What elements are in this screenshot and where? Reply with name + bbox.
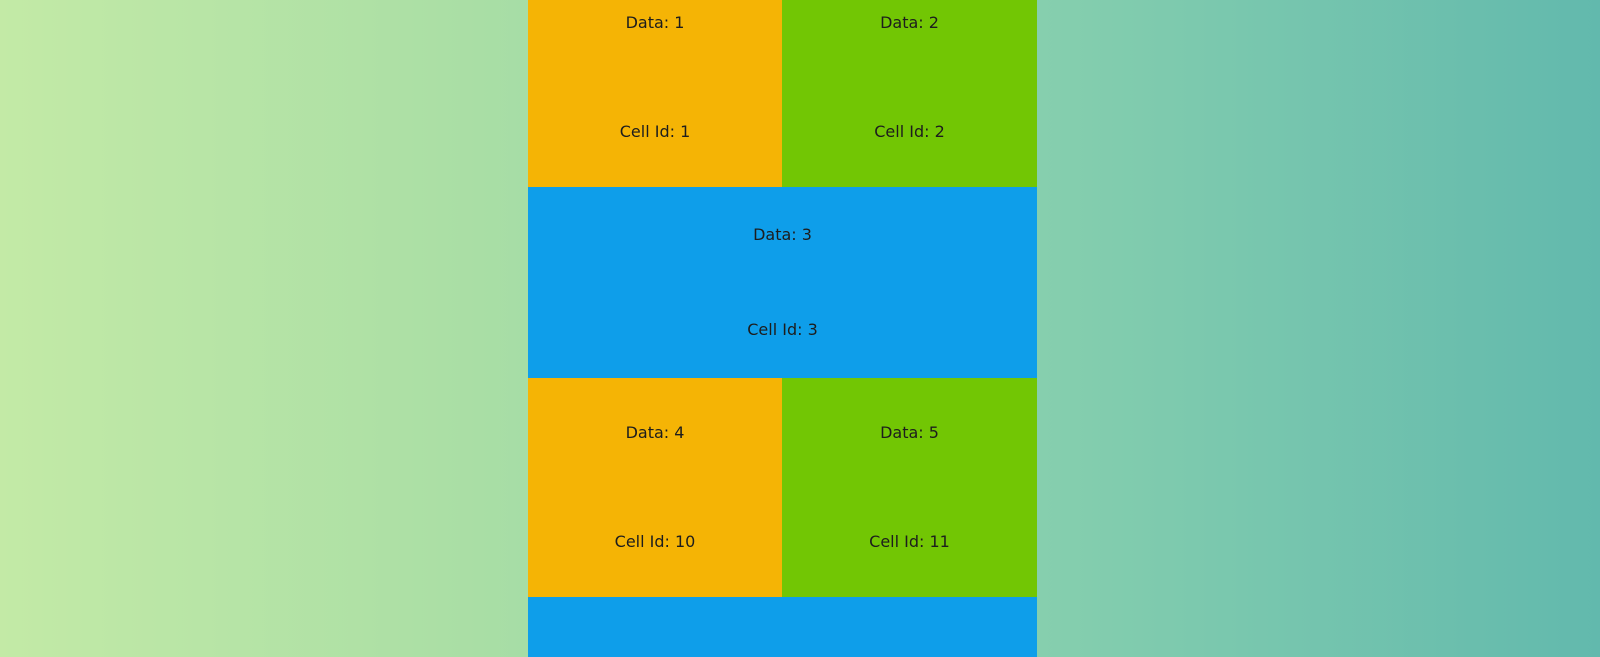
- cell-id-label: Cell Id: 1: [619, 122, 691, 141]
- grid-row-4: [528, 597, 1037, 657]
- grid-cell-11[interactable]: Data: 5 Cell Id: 11: [782, 378, 1037, 597]
- cell-data-label: Data: 1: [625, 13, 685, 32]
- grid-cell-2[interactable]: Data: 2 Cell Id: 2: [782, 0, 1037, 187]
- grid-row-3: Data: 4 Cell Id: 10 Data: 5 Cell Id: 11: [528, 378, 1037, 597]
- grid-row-1: Data: 1 Cell Id: 1 Data: 2 Cell Id: 2: [528, 0, 1037, 187]
- cell-id-label: Cell Id: 11: [869, 532, 950, 551]
- cell-data-label: Data: 4: [625, 423, 685, 442]
- cell-grid: Data: 1 Cell Id: 1 Data: 2 Cell Id: 2 Da…: [528, 0, 1037, 657]
- cell-data-label: Data: 2: [880, 13, 939, 32]
- cell-id-label: Cell Id: 2: [874, 122, 945, 141]
- cell-data-label: Data: 5: [880, 423, 939, 442]
- grid-cell-1[interactable]: Data: 1 Cell Id: 1: [528, 0, 782, 187]
- cell-data-label: Data: 3: [753, 225, 812, 244]
- grid-cell-3[interactable]: Data: 3 Cell Id: 3: [528, 187, 1037, 378]
- cell-id-label: Cell Id: 10: [614, 532, 696, 551]
- grid-cell-partial[interactable]: [528, 597, 1037, 657]
- grid-cell-10[interactable]: Data: 4 Cell Id: 10: [528, 378, 782, 597]
- grid-row-2: Data: 3 Cell Id: 3: [528, 187, 1037, 378]
- cell-id-label: Cell Id: 3: [747, 320, 818, 339]
